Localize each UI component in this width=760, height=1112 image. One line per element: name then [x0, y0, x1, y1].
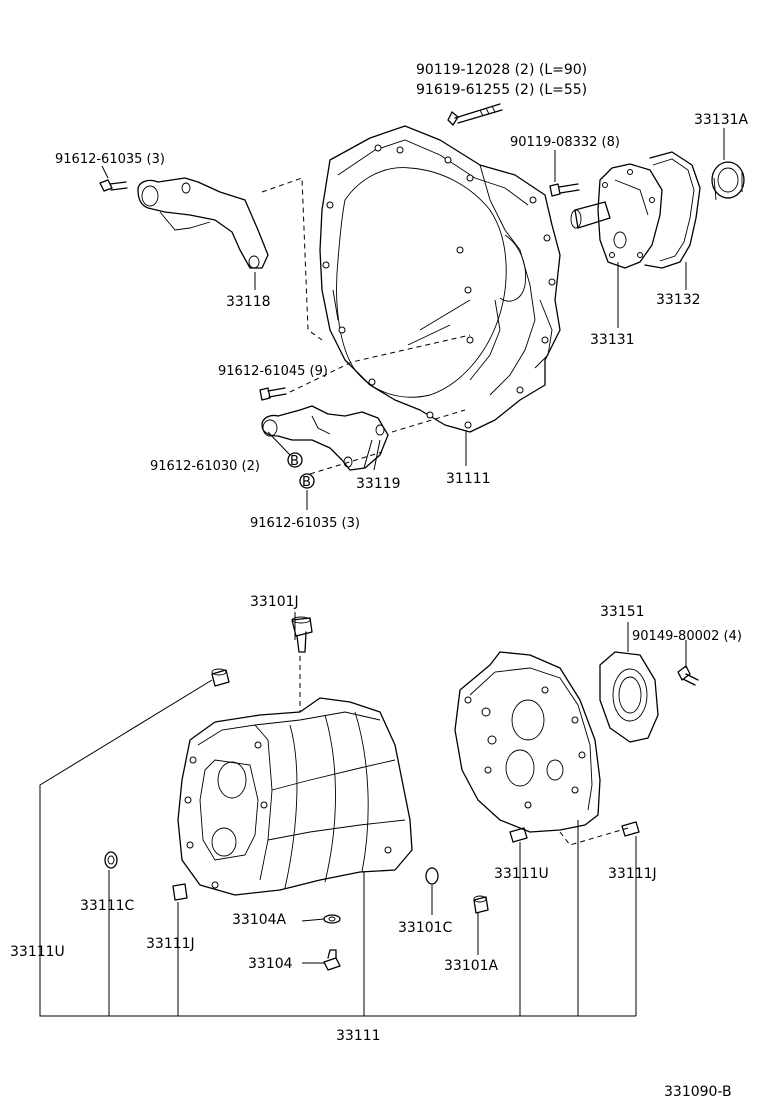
oil-seal-33131A	[711, 161, 745, 201]
label-91612-61035-top: 91612-61035 (3)	[55, 152, 165, 167]
label-33131: 33131	[590, 332, 635, 348]
label-33101J: 33101J	[250, 594, 299, 610]
label-33104A: 33104A	[232, 912, 287, 928]
label-33111C: 33111C	[80, 898, 135, 914]
label-91612-61030: 91612-61030 (2)	[150, 459, 260, 474]
bolt-91612-61035-top-icon	[99, 179, 128, 192]
pin-33111C-icon	[104, 851, 118, 869]
bolt-91612-61045-dashed-path	[289, 334, 471, 393]
retainer-33151	[599, 651, 659, 743]
label-91612-61045: 91612-61045 (9)	[218, 364, 328, 379]
adapter-plate	[454, 651, 601, 833]
plug-33101C-icon	[425, 867, 439, 885]
pin-33111U-left-icon	[211, 668, 230, 687]
bearing-retainer-33131	[570, 163, 663, 269]
adapter-plate-dashed-path	[559, 827, 629, 846]
transmission-case-33111	[177, 697, 413, 896]
gasket-33132	[644, 151, 701, 269]
label-33119: 33119	[356, 476, 401, 492]
label-33111J-left: 33111J	[146, 936, 195, 952]
bottom-bracket-lines	[39, 612, 687, 1017]
label-31111: 31111	[446, 471, 491, 487]
label-33151: 33151	[600, 604, 645, 620]
svg-text:B: B	[290, 454, 299, 469]
label-33111: 33111	[336, 1028, 381, 1044]
pin-33111J-right-icon	[621, 821, 640, 837]
bolt-90149-80002-icon	[677, 665, 699, 686]
washer-33104A-icon	[323, 914, 341, 924]
plug-33101A-icon	[473, 895, 489, 914]
label-33118: 33118	[226, 294, 271, 310]
clutch-housing-31111	[319, 125, 561, 433]
pin-33111U-right-icon	[509, 827, 528, 843]
label-33111U-right: 33111U	[494, 866, 549, 882]
diagram-id: 331090-B	[664, 1084, 732, 1100]
label-90149-80002: 90149-80002 (4)	[632, 629, 742, 644]
leader-33119	[363, 439, 381, 471]
label-33131A: 33131A	[694, 112, 749, 128]
ref-marker-b-1: B	[287, 452, 303, 469]
label-33132: 33132	[656, 292, 701, 308]
leader-91612-61030	[267, 431, 291, 456]
bracket-33119-dashed-path	[309, 409, 466, 475]
ref-marker-b-2: B	[299, 473, 315, 490]
label-33104: 33104	[248, 956, 293, 972]
label-90119-08332: 90119-08332 (8)	[510, 135, 620, 150]
plug-33104-icon	[323, 949, 341, 971]
bolt-90119-12028-icon	[447, 103, 503, 126]
label-33101C: 33101C	[398, 920, 453, 936]
svg-text:B: B	[302, 475, 311, 490]
label-90119-12028: 90119-12028 (2) (L=90)	[416, 62, 587, 78]
leader-91612-61035-top	[101, 165, 109, 179]
label-91619-61255: 91619-61255 (2) (L=55)	[416, 82, 587, 98]
pin-33111J-left-icon	[172, 883, 188, 901]
label-33101A: 33101A	[444, 958, 499, 974]
bracket-33118	[137, 177, 269, 269]
label-33111J-right: 33111J	[608, 866, 657, 882]
label-91612-61035-bot: 91612-61035 (3)	[250, 516, 360, 531]
bolt-91612-61045-icon	[259, 387, 287, 401]
bracket-33119	[261, 405, 389, 471]
label-33111U-left: 33111U	[10, 944, 65, 960]
bracket-33118-dashed-path	[261, 177, 323, 341]
bolt-90119-08332-icon	[549, 183, 580, 197]
